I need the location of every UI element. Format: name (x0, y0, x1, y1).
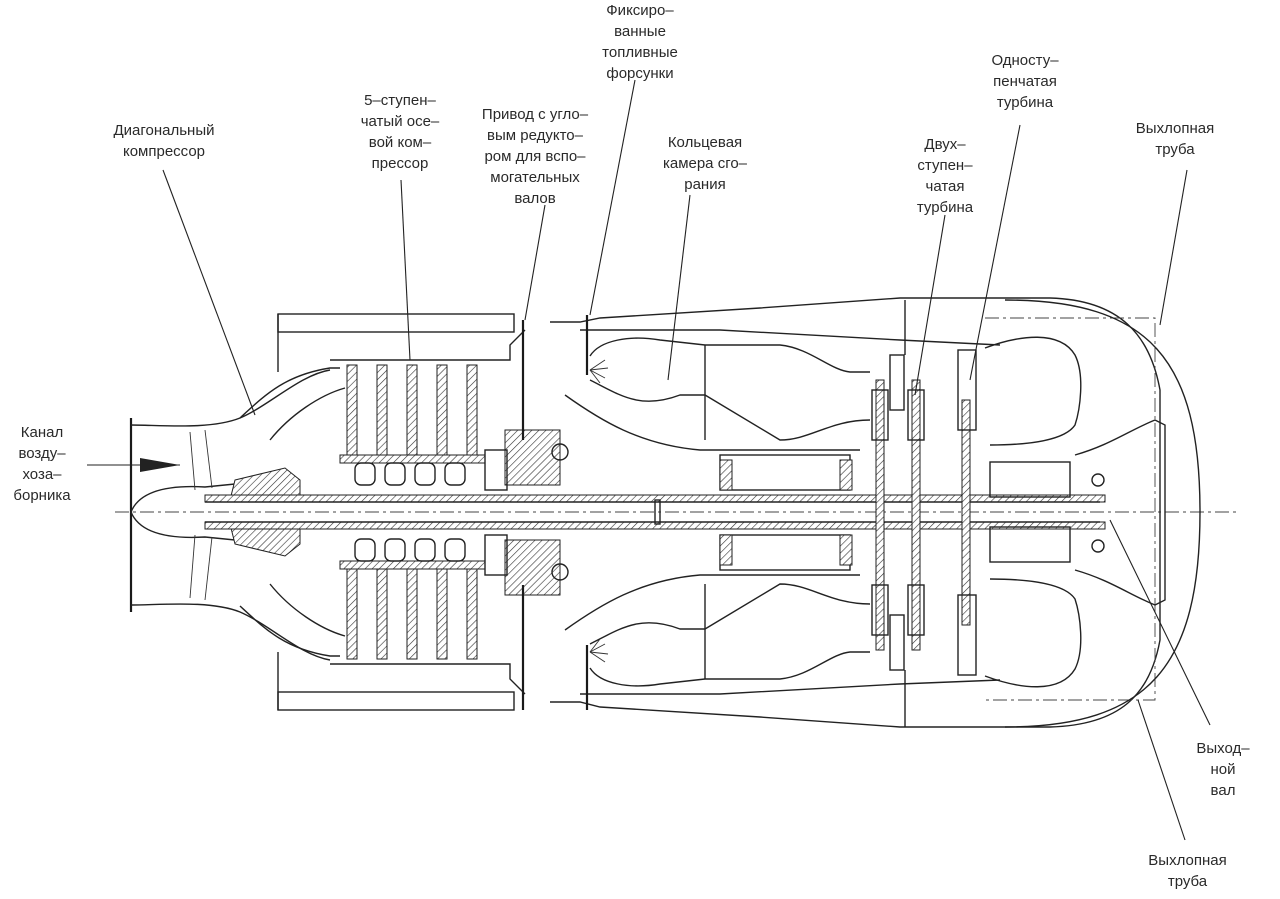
leader-fuel-injectors (589, 79, 636, 316)
flame-tube-lower (585, 583, 871, 710)
angle-gearbox (484, 320, 569, 710)
label-diagonal-compressor: Диагональный компрессор (113, 122, 215, 160)
combustion-inner-liner (564, 394, 860, 631)
flame-tube-upper (585, 315, 871, 441)
fuel-injector-upper (585, 315, 609, 384)
combustion-casing (550, 297, 1161, 728)
leader-exhaust-top (1159, 169, 1188, 326)
leader-single-stage-turbine (969, 124, 1021, 381)
leader-diagonal-compressor (162, 169, 256, 416)
label-axial-compressor: 5–ступен– чатый осе– вой ком– прессор (360, 92, 440, 172)
label-output-shaft: Выход– ной вал (1196, 740, 1250, 799)
exhaust-nozzle (1004, 299, 1201, 728)
leader-exhaust-bottom (1137, 699, 1186, 841)
label-fuel-injectors: Фиксиро– ванные топливные форсунки (602, 2, 678, 82)
leader-axial-compressor (400, 179, 411, 361)
label-single-stage-turbine: Односту– пенчатая турбина (991, 52, 1059, 111)
leader-lines (87, 79, 1211, 841)
label-two-stage-turbine: Двух– ступен– чатая турбина (916, 136, 974, 216)
compressor-casing (277, 313, 526, 711)
label-combustion-chamber: Кольцевая камера сго– рания (662, 134, 748, 193)
label-gearbox-drive: Привод с угло– вым редукто– ром для вспо… (481, 106, 589, 207)
fuel-injector-lower (585, 638, 609, 710)
two-stage-turbine (871, 354, 925, 671)
label-exhaust-pipe-bottom: Выхлопная труба (1148, 852, 1227, 890)
axial-compressor-stages (339, 364, 486, 660)
main-shaft (204, 494, 1106, 530)
compressor-stage-lower (339, 538, 486, 660)
label-intake-duct: Канал возду– хоза– борника (13, 424, 71, 504)
exhaust-collector (984, 317, 1156, 701)
leader-combustion-chamber (667, 194, 691, 381)
label-exhaust-pipe-top: Выхлопная труба (1135, 120, 1215, 158)
single-stage-turbine (904, 300, 977, 727)
leader-gearbox (524, 204, 546, 321)
compressor-stage-upper (339, 364, 486, 486)
leader-two-stage-turbine (914, 214, 946, 396)
intake-duct (129, 369, 331, 661)
leader-output-shaft (1109, 519, 1211, 726)
